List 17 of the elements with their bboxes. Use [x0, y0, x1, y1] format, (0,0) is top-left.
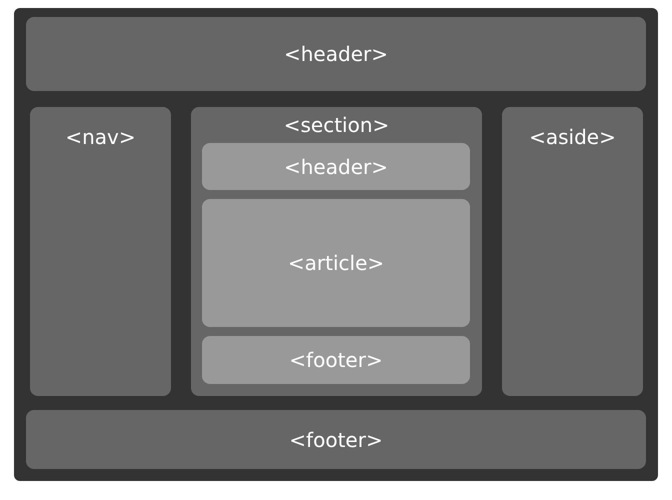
- block-label: <header>: [284, 156, 388, 176]
- block-label: <footer>: [289, 430, 383, 450]
- layout-block: [191, 107, 482, 396]
- layout-block: [26, 410, 646, 469]
- layout-block: [202, 336, 470, 384]
- block-label: <article>: [288, 253, 384, 273]
- frame-background: [14, 8, 658, 481]
- layout-block: [26, 17, 646, 91]
- layout-block: [502, 107, 643, 396]
- block-label: <header>: [284, 44, 388, 64]
- block-label: <footer>: [289, 350, 383, 370]
- layout-block: [202, 199, 470, 327]
- block-label: <nav>: [65, 127, 136, 147]
- block-label: <aside>: [529, 127, 616, 147]
- layout-block: [30, 107, 171, 396]
- block-label: <section>: [284, 115, 390, 135]
- layout-block: [202, 143, 470, 190]
